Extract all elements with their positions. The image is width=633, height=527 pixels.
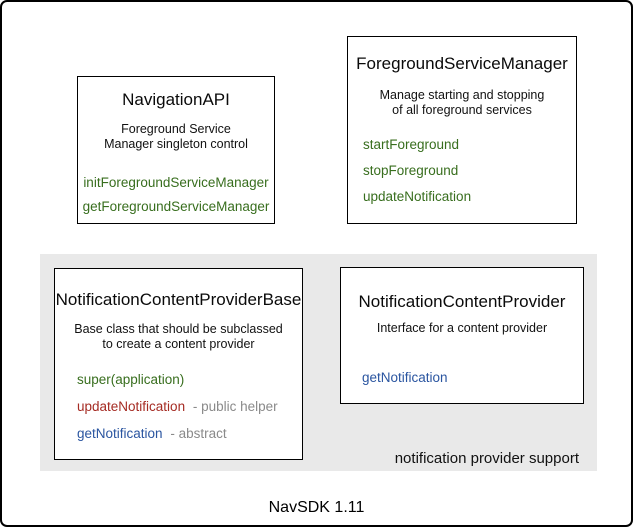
class-box-navigation-api: NavigationAPI Foreground Service Manager… xyxy=(77,76,275,224)
class-box-notification-content-provider: NotificationContentProvider Interface fo… xyxy=(340,267,584,404)
class-description-foreground-service-manager: Manage starting and stopping of all fore… xyxy=(348,88,576,118)
method-list: initForegroundServiceManager getForegrou… xyxy=(78,175,274,215)
method-row-getNotification: getNotification - abstract xyxy=(77,426,302,442)
method-updateNotification: updateNotification xyxy=(77,399,186,414)
method-row-updateNotification: updateNotification - public helper xyxy=(77,399,302,415)
method-suffix-public-helper: - public helper xyxy=(192,399,278,414)
method-list: startForeground stopForeground updateNot… xyxy=(348,137,576,205)
description-line: Interface for a content provider xyxy=(376,321,548,335)
method-list: super(application) updateNotification - … xyxy=(55,372,302,442)
method-stopForeground: stopForeground xyxy=(363,163,459,178)
description-line: of all foreground services xyxy=(392,103,532,117)
description-line: Manager singleton control xyxy=(104,137,248,151)
description-line: Manage starting and stopping xyxy=(379,88,545,102)
class-title-notification-content-provider-base: NotificationContentProviderBase xyxy=(55,290,302,309)
method-getNotification: getNotification xyxy=(77,426,163,441)
class-description-navigation-api: Foreground Service Manager singleton con… xyxy=(78,122,274,152)
class-description-notification-content-provider-base: Base class that should be subclassed to … xyxy=(55,322,302,352)
class-title-notification-content-provider: NotificationContentProvider xyxy=(358,292,566,311)
method-updateNotification: updateNotification xyxy=(363,189,472,204)
class-box-foreground-service-manager: ForegroundServiceManager Manage starting… xyxy=(347,36,577,224)
method-row-super: super(application) xyxy=(77,372,302,388)
description-line: Base class that should be subclassed xyxy=(74,322,283,336)
class-box-notification-content-provider-base: NotificationContentProviderBase Base cla… xyxy=(54,268,303,460)
method-initForegroundServiceManager: initForegroundServiceManager xyxy=(83,175,269,190)
description-line: Foreground Service xyxy=(121,122,231,136)
method-list: getNotification xyxy=(341,370,583,386)
method-suffix-abstract: - abstract xyxy=(170,426,227,441)
class-title-foreground-service-manager: ForegroundServiceManager xyxy=(356,54,568,73)
class-title-navigation-api: NavigationAPI xyxy=(122,90,230,109)
method-getNotification: getNotification xyxy=(362,370,448,385)
panel-label: notification provider support xyxy=(394,450,579,467)
method-super-application: super(application) xyxy=(77,372,185,387)
method-getForegroundServiceManager: getForegroundServiceManager xyxy=(82,199,270,214)
method-startForeground: startForeground xyxy=(363,137,460,152)
description-line: to create a content provider xyxy=(102,337,255,351)
class-description-notification-content-provider: Interface for a content provider xyxy=(341,321,583,336)
sdk-version-label: NavSDK 1.11 xyxy=(268,499,365,516)
